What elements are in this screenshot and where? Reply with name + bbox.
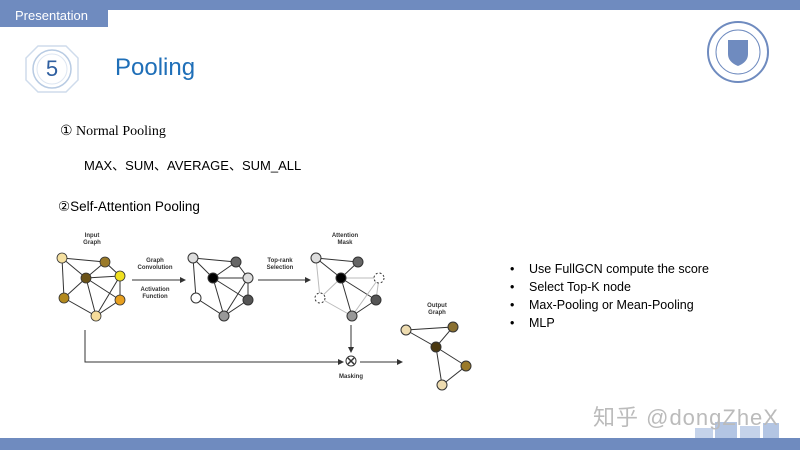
bullet-list: Use FullGCN compute the score Select Top… bbox=[510, 262, 709, 334]
attention-mask-graph bbox=[310, 252, 385, 322]
bullet-item: MLP bbox=[510, 316, 709, 334]
masking-label: Masking bbox=[339, 374, 363, 380]
top-bar bbox=[0, 0, 800, 10]
graph-conv-label-2: Convolution bbox=[138, 265, 173, 271]
sag-pool-diagram: Input Graph Graph Convolution Activation… bbox=[56, 233, 472, 391]
section-badge-icon bbox=[25, 45, 79, 93]
activation-label-2: Function bbox=[142, 294, 168, 300]
bullet-item: Max-Pooling or Mean-Pooling bbox=[510, 298, 709, 316]
bullet-item: Use FullGCN compute the score bbox=[510, 262, 709, 280]
output-graph-label-2: Graph bbox=[428, 310, 446, 316]
output-graph-label: Output bbox=[427, 303, 447, 309]
input-graph-label-2: Graph bbox=[83, 240, 101, 246]
campus-buildings-icon bbox=[695, 422, 779, 438]
top-rank-label-2: Selection bbox=[267, 265, 294, 271]
university-seal-logo bbox=[707, 21, 769, 83]
self-attention-heading: ②Self-Attention Pooling bbox=[58, 199, 200, 214]
attention-mask-label-2: Mask bbox=[337, 240, 353, 246]
activation-label: Activation bbox=[140, 287, 169, 293]
watermark: 知乎 @dongZheX bbox=[593, 405, 779, 430]
normal-pooling-methods: MAX、SUM、AVERAGE、SUM_ALL bbox=[84, 158, 302, 173]
presentation-tab: Presentation bbox=[0, 0, 108, 27]
section-number: 5 bbox=[45, 56, 59, 81]
graph-conv-label: Graph bbox=[146, 258, 164, 264]
input-graph-label: Input bbox=[85, 233, 100, 239]
page-title: Pooling bbox=[115, 54, 196, 81]
top-rank-label: Top-rank bbox=[267, 258, 293, 264]
input-graph bbox=[56, 252, 126, 322]
bottom-bar bbox=[0, 438, 800, 450]
conv-graph bbox=[187, 252, 254, 322]
attention-mask-label: Attention bbox=[332, 233, 359, 239]
bullet-item: Select Top-K node bbox=[510, 280, 709, 298]
normal-pooling-heading: ① Normal Pooling bbox=[60, 124, 166, 139]
output-graph bbox=[400, 321, 472, 391]
flow-arrows bbox=[84, 277, 403, 367]
